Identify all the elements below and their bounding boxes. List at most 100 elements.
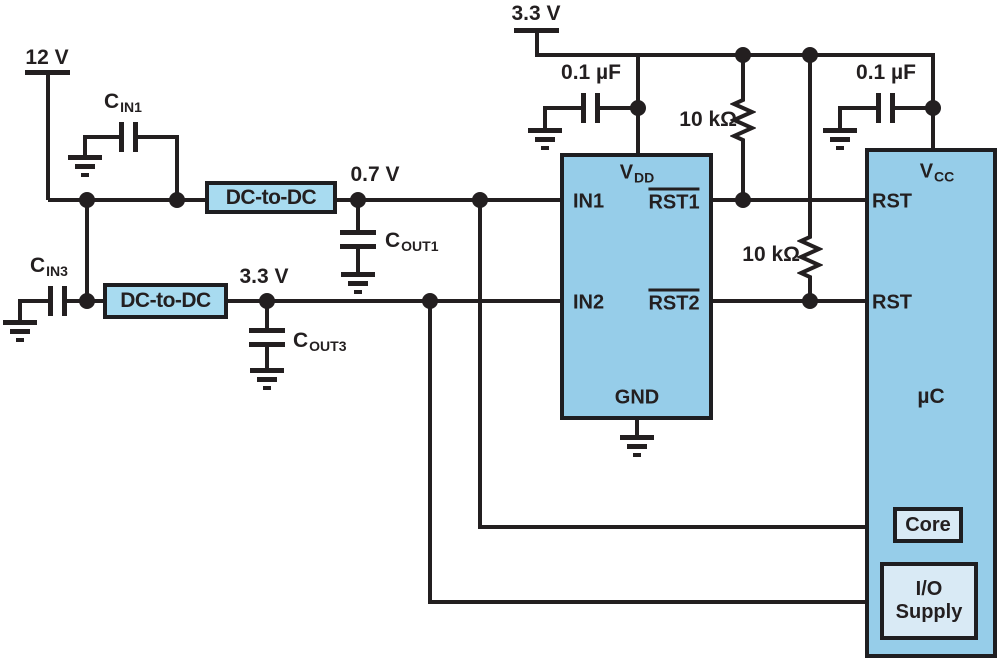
dc-to-dc-label: DC-to-DC (225, 185, 317, 209)
ground-icon (620, 435, 654, 457)
wire (838, 106, 842, 130)
junction-dot (79, 293, 95, 309)
capacitor-icon (62, 286, 67, 316)
wire (478, 198, 482, 529)
wire (480, 525, 893, 529)
wire (228, 299, 560, 303)
junction-dot (802, 293, 818, 309)
junction-dot (79, 192, 95, 208)
junction-dot (925, 100, 941, 116)
cap-label-0.1uf-left: 0.1 µF (561, 61, 621, 84)
power-rail-icon (514, 28, 559, 33)
wire (20, 299, 48, 303)
wire (138, 135, 179, 139)
wire (337, 198, 560, 202)
junction-dot (735, 192, 751, 208)
pin-label-in1: IN1 (573, 190, 605, 213)
wire (600, 106, 638, 110)
capacitor-icon (890, 93, 895, 123)
cap-label-0.1uf-right: 0.1 µF (856, 61, 916, 84)
resistor-label-10k-right: 10 kΩ (742, 243, 800, 266)
wire (356, 198, 360, 232)
ground-icon (68, 155, 102, 177)
cap-label-cout1: COUT1 (385, 229, 439, 254)
pin-label-rst-top: RST (872, 190, 912, 213)
dc-to-dc-converter-1: DC-to-DC (205, 181, 337, 214)
io-supply-box: I/O Supply (880, 562, 978, 640)
wire (741, 53, 745, 97)
junction-dot (350, 192, 366, 208)
dc-to-dc-converter-2: DC-to-DC (103, 283, 228, 319)
junction-dot (169, 192, 185, 208)
dc-to-dc-label: DC-to-DC (120, 289, 211, 312)
supply-label-3v3-top: 3.3 V (511, 2, 561, 25)
junction-dot (472, 192, 488, 208)
capacitor-icon (340, 244, 376, 249)
resistor-icon (797, 232, 823, 282)
resistor-label-10k-left: 10 kΩ (679, 108, 737, 131)
pin-label-vdd: VDD (619, 161, 655, 186)
cap-label-cin1: CIN1 (104, 90, 142, 115)
mcu-name-label: µC (917, 385, 945, 408)
wire (175, 135, 179, 200)
pin-label-rst1: RST1 (648, 187, 700, 215)
core-box: Core (893, 507, 963, 543)
wire (543, 106, 547, 130)
wire (840, 106, 876, 110)
ground-icon (250, 368, 284, 390)
junction-dot (735, 47, 751, 63)
wire (545, 106, 581, 110)
resistor-icon (730, 95, 756, 145)
junction-dot (422, 293, 438, 309)
wire (356, 249, 360, 274)
rail-label-0v7: 0.7 V (350, 163, 400, 186)
capacitor-icon (595, 93, 600, 123)
wire (430, 600, 880, 604)
wire (741, 143, 745, 202)
capacitor-icon (581, 93, 586, 123)
ground-icon (341, 272, 375, 294)
supervisor-ic-box (560, 153, 713, 420)
wire (85, 198, 89, 303)
capacitor-icon (133, 122, 138, 152)
power-rail-icon (25, 70, 70, 75)
io-supply-label-line1: I/O (915, 578, 943, 600)
supply-label-12v: 12 V (25, 46, 69, 69)
capacitor-icon (48, 286, 53, 316)
ground-icon (528, 128, 562, 150)
pin-label-rst2: RST2 (648, 288, 700, 316)
wire (895, 106, 933, 110)
wire (635, 418, 639, 437)
wire (48, 198, 205, 202)
wire (713, 198, 865, 202)
wire (428, 299, 432, 604)
cap-label-cout3: COUT3 (293, 329, 347, 354)
wire (85, 135, 119, 139)
pin-label-in2: IN2 (573, 291, 605, 314)
junction-dot (259, 293, 275, 309)
wire (83, 135, 87, 157)
wire (535, 28, 539, 57)
junction-dot (630, 100, 646, 116)
capacitor-icon (119, 122, 124, 152)
capacitor-icon (876, 93, 881, 123)
ground-icon (823, 128, 857, 150)
io-supply-label-line2: Supply (895, 601, 963, 623)
wire (265, 299, 269, 330)
rail-label-3v3-mid: 3.3 V (239, 265, 289, 288)
pin-label-vcc: VCC (919, 160, 955, 185)
wire (265, 347, 269, 370)
capacitor-icon (249, 328, 285, 333)
capacitor-icon (340, 230, 376, 235)
wire (713, 299, 865, 303)
pin-label-gnd: GND (614, 386, 660, 409)
wire (808, 53, 812, 234)
junction-dot (802, 47, 818, 63)
wire (46, 72, 50, 200)
ground-icon (3, 320, 37, 342)
wire (18, 299, 22, 322)
capacitor-icon (249, 342, 285, 347)
wire (808, 280, 812, 303)
core-label: Core (905, 513, 951, 536)
